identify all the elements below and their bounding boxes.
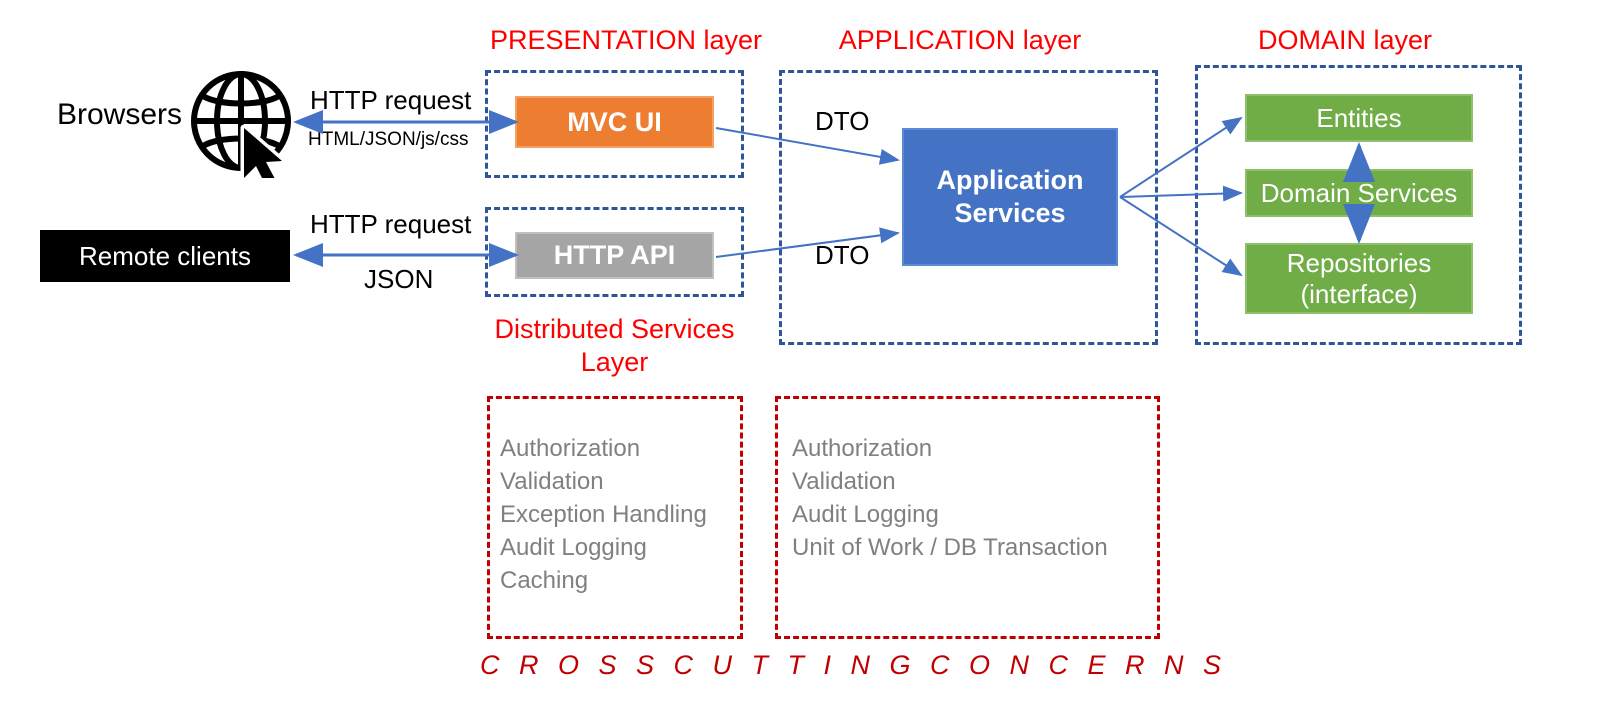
domain-services-box: Domain Services: [1245, 169, 1473, 217]
browser-request-label: HTTP request: [310, 85, 472, 115]
remote-response-label: JSON: [364, 264, 434, 294]
repositories-label-line1: Repositories: [1286, 247, 1432, 278]
entities-box: Entities: [1245, 94, 1473, 142]
mvc-ui-box: MVC UI: [515, 96, 714, 148]
application-services-label-line1: Application: [936, 165, 1084, 195]
concern-item: Audit Logging: [792, 501, 939, 528]
application-services-box: Application Services: [902, 128, 1118, 266]
application-concerns-list: Authorization Validation Audit Logging U…: [792, 432, 1162, 564]
distributed-services-layer-title: Distributed Services Layer: [494, 314, 735, 377]
concern-item: Validation: [500, 468, 604, 495]
concern-item: Authorization: [500, 435, 641, 462]
dto-bottom-label: DTO: [815, 240, 870, 270]
repositories-box: Repositories (interface): [1245, 243, 1473, 314]
repositories-label-line2: (interface): [1300, 278, 1418, 309]
concern-item: Validation: [792, 468, 896, 495]
application-services-label-line2: Services: [954, 198, 1066, 228]
application-concerns-container: [775, 396, 1160, 639]
concern-item: Authorization: [792, 435, 933, 462]
remote-clients-box: Remote clients: [40, 230, 290, 282]
concern-item: Unit of Work / DB Transaction: [792, 534, 1108, 561]
distributed-services-concerns-list: Authorization Validation Exception Handl…: [500, 432, 740, 597]
concern-item: Caching: [500, 567, 589, 594]
browser-response-label: HTML/JSON/js/css: [308, 129, 469, 150]
http-api-box: HTTP API: [515, 232, 714, 279]
concern-item: Audit Logging: [500, 534, 647, 561]
distributed-services-concerns-container: [487, 396, 743, 639]
remote-request-label: HTTP request: [310, 209, 472, 239]
application-layer-title: APPLICATION layer: [838, 25, 1082, 55]
concern-item: Exception Handling: [500, 501, 707, 528]
dto-top-label: DTO: [815, 106, 870, 136]
cross-cutting-concerns-caption: C R O S S C U T T I N G C O N C E R N S: [480, 650, 1228, 680]
globe-cursor-icon: [186, 66, 298, 188]
presentation-layer-title: PRESENTATION layer: [490, 25, 763, 55]
domain-layer-title: DOMAIN layer: [1257, 25, 1433, 55]
browsers-label: Browsers: [57, 98, 183, 131]
